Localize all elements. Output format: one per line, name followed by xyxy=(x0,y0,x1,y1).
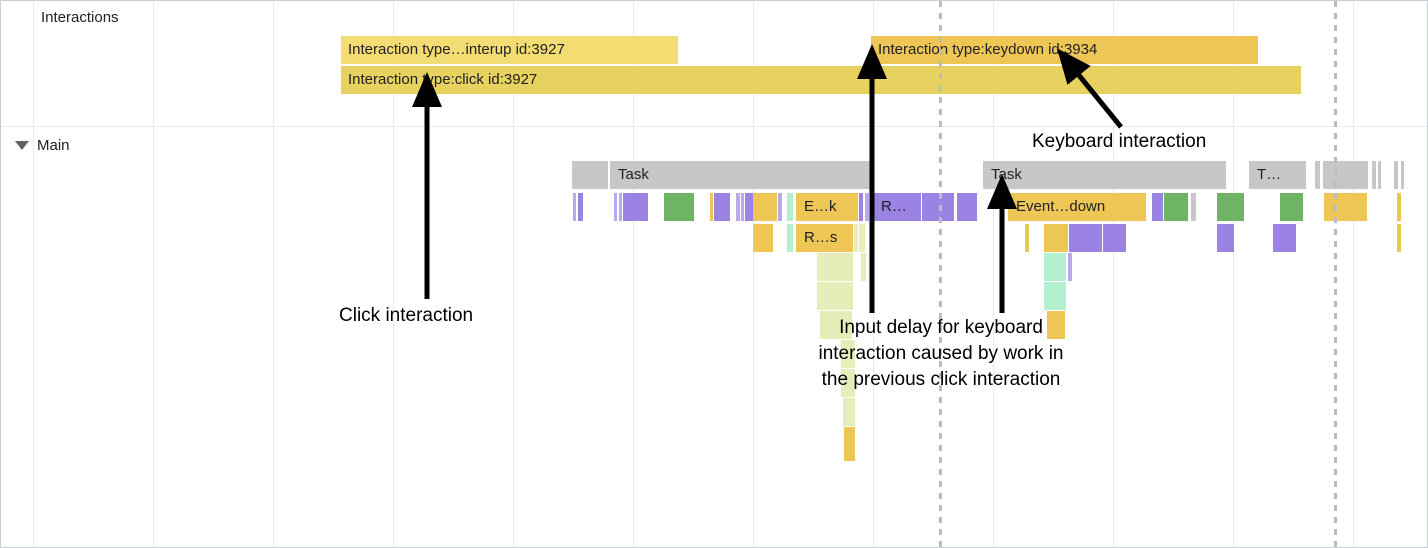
flame-block[interactable] xyxy=(957,193,977,221)
flame-block-event2[interactable] xyxy=(1008,193,1146,221)
task-bar[interactable] xyxy=(572,161,608,189)
timeline-gridline xyxy=(393,1,394,547)
flame-block[interactable] xyxy=(1044,224,1068,252)
flame-block[interactable] xyxy=(1217,224,1234,252)
timeline-gridline xyxy=(1113,1,1114,547)
breakpoint-marker-2[interactable] xyxy=(1334,1,1337,547)
timeline-gridline xyxy=(993,1,994,547)
flame-block[interactable] xyxy=(1217,193,1244,221)
annotation-keyboard-interaction-arrow xyxy=(1057,48,1123,129)
flame-block[interactable] xyxy=(778,193,782,221)
task-bar[interactable] xyxy=(1401,161,1404,189)
flame-block[interactable] xyxy=(1044,253,1066,281)
flame-block[interactable] xyxy=(843,398,855,426)
flame-block[interactable] xyxy=(736,193,740,221)
timeline-gridline xyxy=(753,1,754,547)
annotation-keyboard-interaction: Keyboard interaction xyxy=(1032,131,1207,152)
flame-block[interactable] xyxy=(614,193,617,221)
flame-block[interactable] xyxy=(817,253,853,281)
timeline-gridline xyxy=(513,1,514,547)
task-bar[interactable] xyxy=(1249,161,1306,189)
flame-block[interactable] xyxy=(1025,224,1029,252)
flame-block[interactable] xyxy=(1280,193,1303,221)
timeline-gridline xyxy=(153,1,154,547)
flame-block[interactable] xyxy=(619,193,622,221)
task-bar[interactable] xyxy=(983,161,1226,189)
timeline-gridline xyxy=(33,1,34,547)
timeline-gridline xyxy=(633,1,634,547)
timeline-gridline xyxy=(273,1,274,547)
timeline-gridline xyxy=(1353,1,1354,547)
timeline-gridline xyxy=(1233,1,1234,547)
breakpoint-marker-1[interactable] xyxy=(939,1,942,547)
annotation-click-interaction: Click interaction xyxy=(339,305,474,326)
flame-block[interactable] xyxy=(753,224,773,252)
flame-block[interactable] xyxy=(1069,224,1102,252)
flame-block[interactable] xyxy=(841,340,855,368)
track-divider xyxy=(1,126,1427,127)
flame-block[interactable] xyxy=(1397,224,1401,252)
task-bar[interactable] xyxy=(1378,161,1381,189)
flame-block[interactable] xyxy=(1273,224,1296,252)
flame-block[interactable] xyxy=(623,193,648,221)
flame-block[interactable] xyxy=(573,193,576,221)
flame-block[interactable] xyxy=(741,193,744,221)
flame-block[interactable] xyxy=(844,427,855,461)
flame-block[interactable] xyxy=(753,193,777,221)
flame-block[interactable] xyxy=(578,193,583,221)
flame-block[interactable] xyxy=(861,253,866,281)
task-bar[interactable] xyxy=(1315,161,1320,189)
chevron-down-icon[interactable] xyxy=(15,141,29,150)
interaction-click[interactable] xyxy=(341,66,1301,94)
task-bar[interactable] xyxy=(1323,161,1368,189)
flame-block[interactable] xyxy=(710,193,713,221)
flame-block[interactable] xyxy=(1191,193,1196,221)
flame-block-r2[interactable] xyxy=(796,224,853,252)
flame-block[interactable] xyxy=(1103,224,1126,252)
flame-block[interactable] xyxy=(859,193,863,221)
flame-block[interactable] xyxy=(1044,282,1066,310)
flame-block[interactable] xyxy=(1152,193,1163,221)
interaction-pointer-interup[interactable] xyxy=(341,36,678,64)
flame-block[interactable] xyxy=(664,193,694,221)
flame-block[interactable] xyxy=(1164,193,1188,221)
task-bar[interactable] xyxy=(1372,161,1376,189)
flame-block[interactable] xyxy=(820,311,852,339)
track-label-main[interactable]: Main xyxy=(37,137,70,154)
flame-block[interactable] xyxy=(817,282,853,310)
flame-block[interactable] xyxy=(859,224,865,252)
task-bar[interactable] xyxy=(1394,161,1398,189)
flame-block[interactable] xyxy=(787,193,793,221)
flame-block[interactable] xyxy=(1047,311,1065,339)
flame-block[interactable] xyxy=(1068,253,1072,281)
flame-block[interactable] xyxy=(922,193,954,221)
flame-block[interactable] xyxy=(841,369,855,397)
flame-block[interactable] xyxy=(1397,193,1401,221)
flame-block[interactable] xyxy=(714,193,730,221)
flame-block[interactable] xyxy=(865,193,869,221)
flame-block[interactable] xyxy=(787,224,793,252)
flame-block[interactable] xyxy=(854,224,858,252)
flame-block-event[interactable] xyxy=(796,193,858,221)
annotation-input-delay: Input delay for keyboard interaction cau… xyxy=(818,317,1064,390)
task-bar[interactable] xyxy=(610,161,870,189)
flame-block[interactable] xyxy=(745,193,755,221)
track-label-interactions[interactable]: Interactions xyxy=(41,9,119,26)
flame-block[interactable] xyxy=(1324,193,1367,221)
flame-block-r[interactable] xyxy=(873,193,921,221)
